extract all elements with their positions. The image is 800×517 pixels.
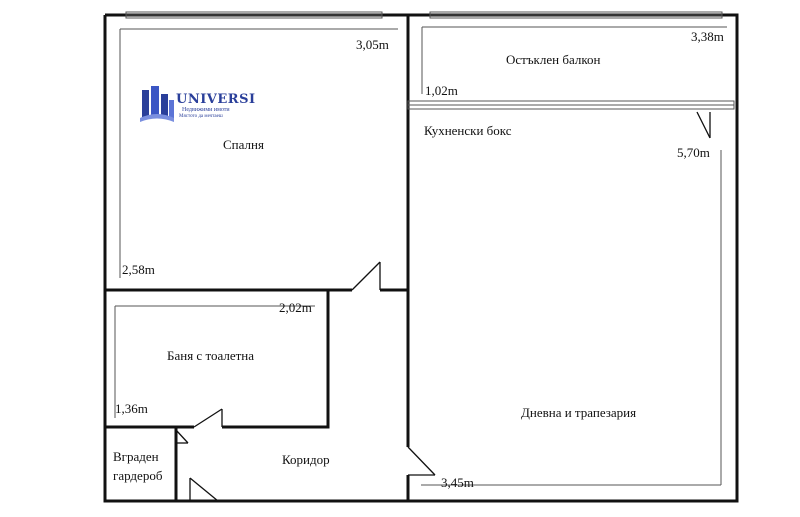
dimension-bathroom-width: 2,02m xyxy=(279,300,312,315)
room-label-bathroom: Баня с тоалетна xyxy=(167,348,255,363)
room-label-balcony: Остъклен балкон xyxy=(506,52,601,67)
room-label-kitchen: Кухненски бокс xyxy=(424,123,512,138)
dimension-living-depth: 5,70m xyxy=(677,145,710,160)
doors xyxy=(175,111,711,502)
room-label-bedroom: Спалня xyxy=(223,137,264,152)
dimension-balcony-width: 3,38m xyxy=(691,29,724,44)
dimension-bathroom-depth: 1,36m xyxy=(115,401,148,416)
dimension-bedroom-depth: 2,58m xyxy=(122,262,155,277)
balcony-partition xyxy=(407,100,735,110)
buildings-icon xyxy=(140,86,174,122)
dimension-living-width: 3,45m xyxy=(441,475,474,490)
logo-brand: UNIVERSI xyxy=(176,92,256,107)
windows xyxy=(125,11,723,19)
room-label-wardrobe-2: гардероб xyxy=(113,468,163,483)
dimension-lines xyxy=(114,26,727,486)
room-label-living: Дневна и трапезария xyxy=(521,405,637,420)
room-label-corridor: Коридор xyxy=(282,452,330,467)
logo-tagline-1: Недвижими имоти xyxy=(182,107,230,113)
brand-logo: UNIVERSI Недвижими имоти Мястото да мечт… xyxy=(138,84,255,130)
logo-tagline-2: Мястото да мечтаеш xyxy=(179,114,223,119)
walls xyxy=(103,13,739,503)
dimension-bedroom-width: 3,05m xyxy=(356,37,389,52)
room-label-wardrobe-1: Вграден xyxy=(113,449,159,464)
dimension-balcony-depth: 1,02m xyxy=(425,83,458,98)
